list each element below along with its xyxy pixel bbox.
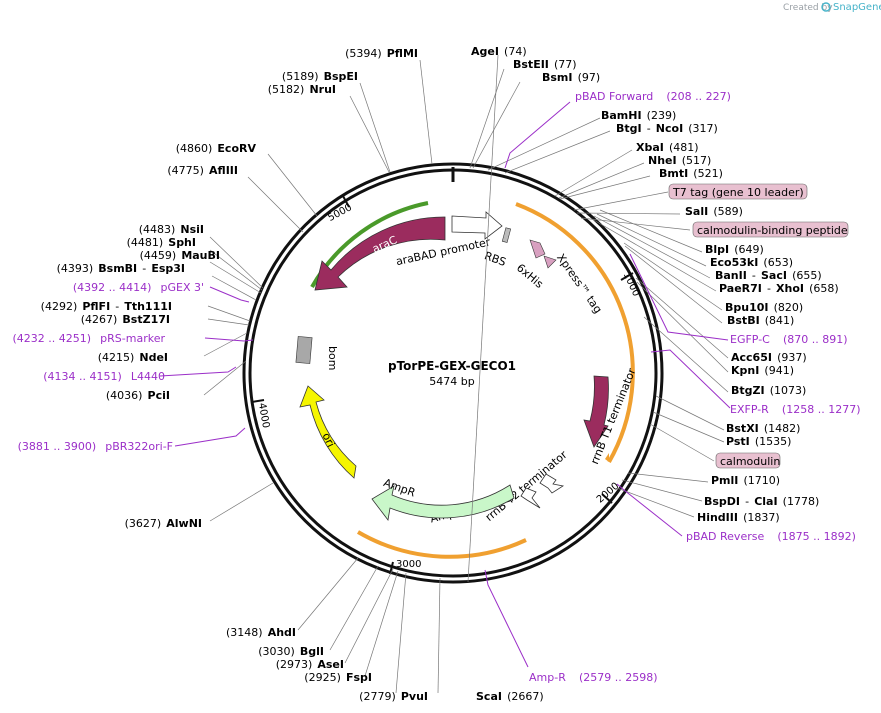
site-ahdi: (3148) AhdI (226, 621, 296, 640)
ampr-feature (371, 484, 515, 521)
site-bspdi: BspDI - ClaI (1778) (704, 490, 819, 509)
calmodulin-binding-peptide-label: calmodulin-binding peptide (697, 224, 848, 237)
site-asei: (2973) AseI (276, 653, 344, 672)
snapgene-logo-icon (821, 2, 831, 12)
arac-feature (314, 216, 446, 291)
site-bsmi: BsmI (97) (542, 66, 600, 85)
site-scai: ScaI (2667) (476, 685, 544, 704)
site-sphi: (4481) SphI (127, 231, 196, 250)
site-banii: BanII - SacI (655) (715, 264, 822, 283)
xpress-tag-label: Xpress™ tag (554, 251, 605, 315)
site-hindiii: HindIII (1837) (697, 506, 780, 525)
rbs-feature (501, 227, 512, 243)
tick-3000: 3000 (396, 559, 421, 570)
primer-egfp-c: EGFP-C (870 .. 891) (730, 328, 848, 347)
calmodulin-region-arc (515, 202, 635, 463)
site-bstbi: BstBI (841) (727, 309, 794, 328)
primer-lines (159, 101, 731, 668)
site-bpu10i: Bpu10I (820) (725, 296, 803, 315)
calmodulin-label: calmodulin (720, 455, 780, 468)
site-bsmbi: (4393) BsmBI - Esp3I (57, 257, 185, 276)
ori-label: ori (320, 431, 338, 449)
site-bstxi: BstXI (1482) (726, 417, 800, 436)
site-bsteii: BstEII (77) (513, 53, 577, 72)
site-blpi: BlpI (649) (705, 238, 764, 257)
site-kpni: KpnI (941) (731, 359, 794, 378)
site-bspei: (5189) BspEI (282, 65, 358, 84)
site-bstz17i: (4267) BstZ17I (81, 308, 170, 327)
6xhis-label: 6xHis (514, 261, 546, 291)
site-btgzi: BtgZI (1073) (731, 379, 806, 398)
primer-pbad-reverse: pBAD Reverse (1875 .. 1892) (686, 525, 856, 544)
site-nhei: NheI (517) (648, 149, 711, 168)
t7-tag-box (668, 183, 808, 200)
site-bamhi: BamHI (239) (601, 104, 676, 123)
site-agei: AgeI (74) (471, 40, 527, 59)
site-ndei: (4215) NdeI (98, 346, 168, 365)
site-psti: PstI (1535) (726, 430, 791, 449)
boxed-feature-labels: T7 tag (gene 10 leader) calmodulin-bindi… (668, 183, 849, 469)
site-eco53ki: Eco53kI (653) (710, 251, 793, 270)
plasmid-name: pTorPE-GEX-GECO1 (388, 359, 516, 373)
rrnb-t2-terminator-feature (539, 473, 565, 494)
site-pcii: (4036) PciI (106, 384, 170, 403)
bom-feature (295, 336, 313, 364)
t7-tag-label: T7 tag (gene 10 leader) (672, 186, 804, 199)
site-pmli: PmlI (1710) (711, 469, 780, 488)
primer-labels: pBAD Forward (208 .. 227) EGFP-C (870 ..… (13, 85, 861, 685)
ampr-region-arc (356, 530, 527, 559)
site-alwni: (3627) AlwNI (125, 512, 202, 531)
snapgene-brand: SnapGene (833, 2, 881, 13)
tick-marks (251, 195, 634, 575)
site-bmti: BmtI (521) (659, 162, 723, 181)
site-acc65i: Acc65I (937) (731, 346, 807, 365)
site-pflmi: (5394) PflMI (345, 42, 418, 61)
primer-exfp-r: EXFP-R (1258 .. 1277) (730, 398, 860, 417)
site-btgi: BtgI - NcoI (317) (616, 117, 718, 136)
tick-4000: 4000 (256, 402, 271, 429)
calmodulin-binding-peptide-box (692, 221, 849, 238)
site-ecorv: (4860) EcoRV (176, 137, 257, 156)
6xhis-feature (529, 239, 546, 259)
site-labels-right: AgeI (74) BstEII (77) BsmI (97) BamHI (2… (471, 40, 839, 704)
site-afliii: (4775) AflIII (167, 159, 238, 178)
created-by-label: Created by (783, 3, 833, 13)
site-paer7i: PaeR7I - XhoI (658) (719, 277, 839, 296)
site-fspi: (2925) FspI (304, 666, 372, 685)
rrnb-t1-terminator-feature (583, 375, 609, 448)
site-maubi: (4459) MauBI (140, 244, 220, 263)
site-nrui: (5182) NruI (268, 78, 336, 97)
arabad-promoter-feature (451, 211, 503, 240)
primer-pbr322ori-f: (3881 .. 3900) pBR322ori-F (18, 435, 173, 454)
primer-pgex-3: (4392 .. 4414) pGEX 3' (73, 276, 204, 295)
ampr-promoter-feature (520, 487, 541, 509)
primer-pbad-forward: pBAD Forward (208 .. 227) (575, 85, 731, 104)
xpress-tag-feature (543, 255, 557, 269)
leader-lines (203, 54, 729, 694)
site-nsii: (4483) NsiI (139, 218, 204, 237)
calmodulin-box (715, 452, 781, 469)
site-sali: SalI (589) (685, 200, 743, 219)
ori-feature (299, 385, 357, 479)
site-pvui: (2779) PvuI (359, 685, 428, 704)
primer-prs-marker: (4232 .. 4251) pRS-marker (13, 327, 166, 346)
arc-arrowhead (605, 453, 609, 462)
plasmid-size: 5474 bp (429, 375, 474, 388)
primer-l4440: (4134 .. 4151) L4440 (43, 365, 165, 384)
site-labels-left: (5394) PflMI (5189) BspEI (5182) NruI (4… (41, 42, 428, 704)
site-bgli: (3030) BglI (258, 640, 324, 659)
primer-amp-r: Amp-R (2579 .. 2598) (529, 666, 658, 685)
site-pflfi: (4292) PflFI - Tth111I (41, 295, 172, 314)
bom-label: bom (326, 346, 339, 370)
site-xbai: XbaI (481) (636, 136, 699, 155)
